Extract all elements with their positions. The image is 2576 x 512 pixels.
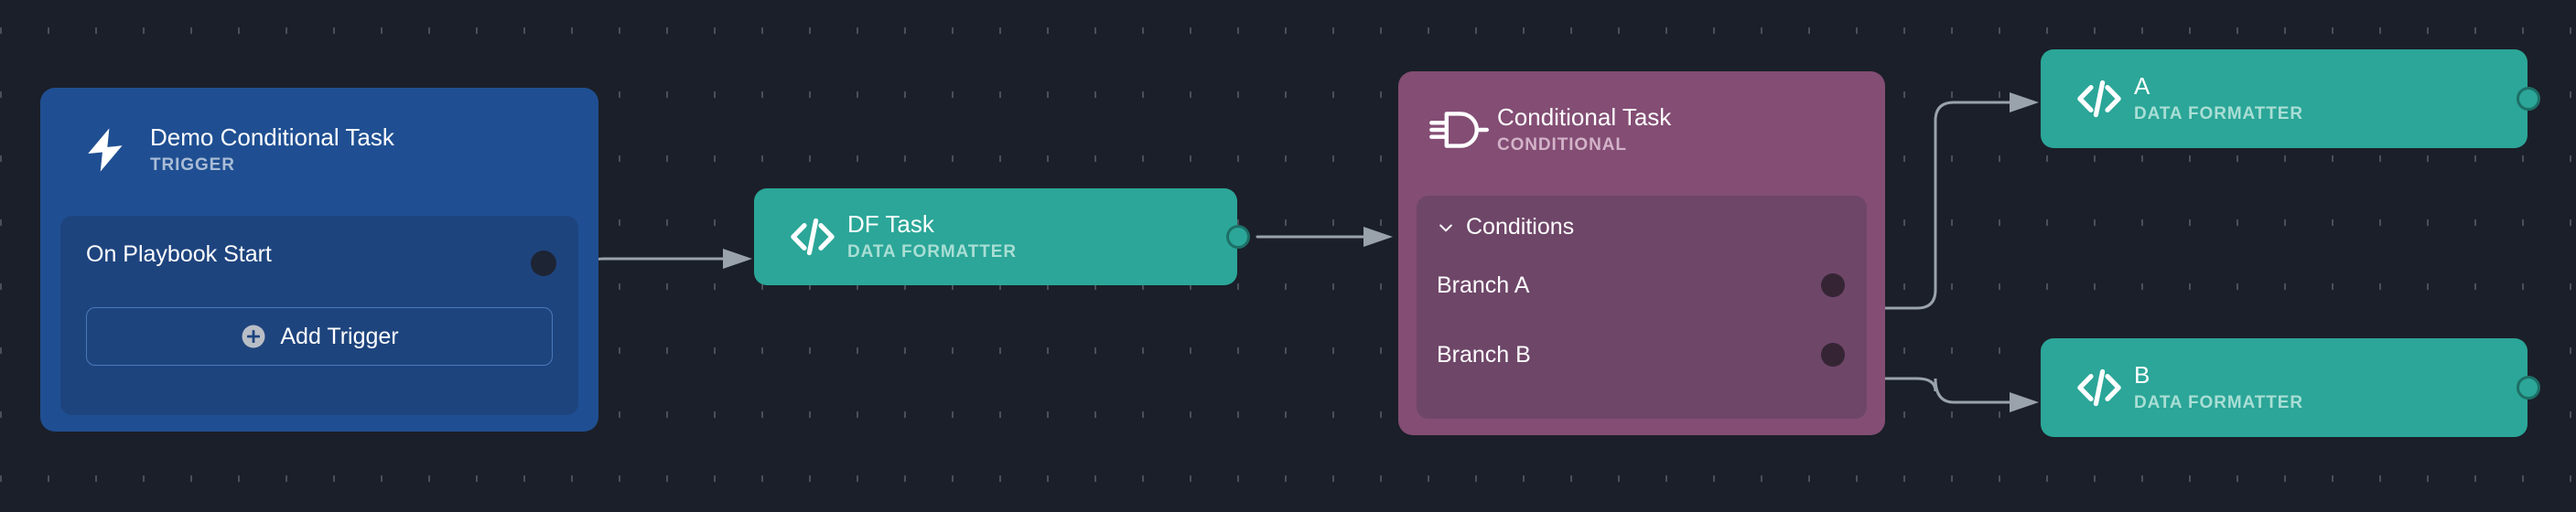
trigger-title: Demo Conditional Task — [150, 123, 394, 151]
add-trigger-label: Add Trigger — [280, 323, 399, 349]
trigger-output-handle[interactable] — [531, 251, 556, 276]
code-brackets-icon — [778, 202, 847, 272]
df-task-subtitle: DATA FORMATTER — [847, 241, 1017, 261]
branch-label: Branch A — [1437, 272, 1530, 298]
code-brackets-icon — [2064, 64, 2134, 133]
trigger-titles: Demo Conditional Task TRIGGER — [150, 123, 394, 176]
df-task-titles: DF Task DATA FORMATTER — [847, 209, 1017, 263]
trigger-row-label: On Playbook Start — [86, 241, 272, 267]
plus-circle-icon — [240, 323, 267, 350]
node-a[interactable]: A DATA FORMATTER — [2041, 49, 2540, 148]
edge-brancha-to-a — [1869, 92, 2039, 310]
trigger-subtitle: TRIGGER — [150, 155, 235, 175]
node-a-header: A DATA FORMATTER — [2041, 49, 2527, 148]
trigger-header: Demo Conditional Task TRIGGER — [40, 88, 598, 212]
conditions-panel: Conditions Branch A Branch B — [1417, 196, 1867, 419]
chevron-down-icon — [1437, 219, 1455, 237]
trigger-body-panel: On Playbook Start Add Trigger — [60, 216, 578, 415]
node-b-titles: B DATA FORMATTER — [2134, 360, 2303, 414]
node-b[interactable]: B DATA FORMATTER — [2041, 338, 2540, 437]
conditions-section-title: Conditions — [1466, 214, 1575, 240]
branch-row[interactable]: Branch B — [1437, 336, 1850, 373]
node-df-task[interactable]: DF Task DATA FORMATTER — [754, 188, 1250, 285]
node-a-subtitle: DATA FORMATTER — [2134, 103, 2303, 123]
code-brackets-icon — [2064, 353, 2134, 422]
branch-row[interactable]: Branch A — [1437, 267, 1850, 304]
branch-output-handle[interactable] — [1821, 343, 1845, 367]
df-task-title: DF Task — [847, 209, 934, 238]
conditional-task-title: Conditional Task — [1497, 102, 1672, 131]
edge-df-to-conditional — [1256, 227, 1393, 247]
lightning-bolt-icon — [62, 106, 150, 194]
branch-label: Branch B — [1437, 341, 1531, 368]
node-conditional-task[interactable]: Conditional Task CONDITIONAL Conditions … — [1398, 71, 1885, 435]
add-trigger-button[interactable]: Add Trigger — [86, 307, 553, 366]
node-a-output-handle[interactable] — [2517, 87, 2540, 111]
branch-output-handle[interactable] — [1821, 273, 1845, 297]
df-task-output-handle[interactable] — [1226, 225, 1250, 249]
conditional-task-subtitle: CONDITIONAL — [1497, 134, 1627, 155]
node-a-title: A — [2134, 71, 2150, 100]
df-task-header: DF Task DATA FORMATTER — [754, 188, 1237, 285]
conditional-task-titles: Conditional Task CONDITIONAL — [1497, 102, 1672, 156]
conditional-task-header: Conditional Task CONDITIONAL — [1398, 71, 1885, 188]
node-a-titles: A DATA FORMATTER — [2134, 71, 2303, 125]
logic-gate-icon — [1420, 91, 1497, 168]
conditions-section-toggle[interactable]: Conditions — [1437, 214, 1574, 240]
node-b-output-handle[interactable] — [2517, 376, 2540, 400]
node-b-header: B DATA FORMATTER — [2041, 338, 2527, 437]
node-b-title: B — [2134, 360, 2150, 389]
edge-branchb-to-b — [1869, 377, 2039, 412]
node-trigger[interactable]: Demo Conditional Task TRIGGER On Playboo… — [40, 88, 598, 432]
node-b-subtitle: DATA FORMATTER — [2134, 392, 2303, 412]
